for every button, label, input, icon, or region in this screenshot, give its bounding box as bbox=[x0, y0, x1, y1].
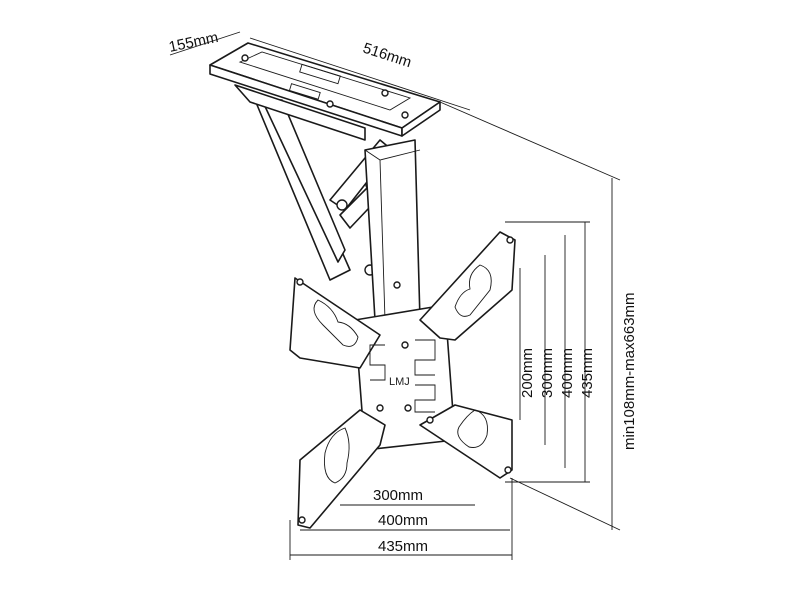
dim-vertical-200: 200mm bbox=[519, 348, 536, 398]
dim-vertical-300: 300mm bbox=[539, 348, 556, 398]
dim-drop-range: min108mm-max663mm bbox=[621, 292, 638, 450]
ceiling-plate bbox=[209, 42, 441, 141]
dimension-lines bbox=[169, 31, 621, 560]
dim-horizontal-overall: 435mm bbox=[378, 538, 428, 555]
dim-plate-depth: 155mm bbox=[167, 29, 219, 56]
dim-vertical-400: 400mm bbox=[559, 348, 576, 398]
brand-logo: LMJ bbox=[389, 376, 410, 388]
dim-horizontal-400: 400mm bbox=[378, 512, 428, 529]
dim-horizontal-300: 300mm bbox=[373, 487, 423, 504]
vertical-column bbox=[364, 139, 421, 321]
dim-vertical-overall: 435mm bbox=[579, 348, 596, 398]
dim-plate-width: 516mm bbox=[361, 40, 414, 72]
vesa-plate: LMJ bbox=[289, 231, 516, 529]
